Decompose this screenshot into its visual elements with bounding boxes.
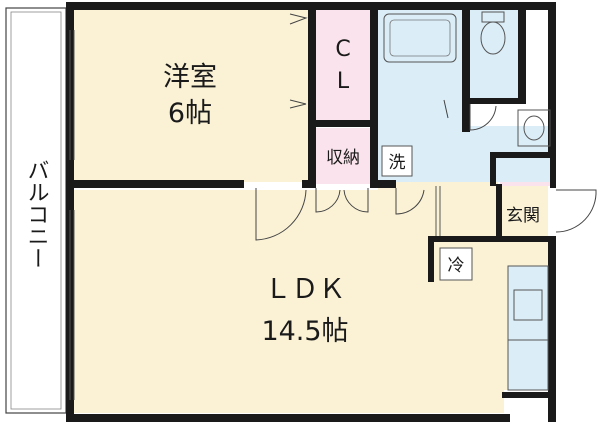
fridge-space [439, 247, 473, 281]
closet-label-line1: C [335, 37, 350, 62]
closet-floor [315, 8, 371, 120]
balcony-label: バルコニー [24, 159, 49, 269]
ldk-size: 14.5帖 [261, 316, 348, 347]
closet-label-line2: L [337, 69, 350, 94]
bathtub [383, 13, 457, 63]
doors [255, 13, 597, 241]
laundry-pan [381, 145, 413, 177]
balcony [5, 7, 67, 414]
entrance-step [435, 186, 441, 236]
storage-label: 収納 [326, 148, 360, 168]
entrance-label: 玄関 [506, 206, 540, 226]
wash-basin [517, 109, 551, 147]
toilet-floor [470, 8, 520, 104]
western-room-name: 洋室 [163, 62, 217, 93]
western-room-size: 6帖 [168, 98, 212, 129]
western-room-floor [72, 8, 308, 182]
hall-floor [378, 182, 498, 240]
storage-floor [315, 128, 371, 184]
laundry-label: 洗 [389, 153, 406, 173]
fridge-label: 冷 [448, 256, 465, 276]
windows [69, 30, 75, 400]
toilet [480, 11, 506, 55]
kitchen-counter [507, 265, 549, 391]
ldk-name: ＬＤＫ [265, 274, 346, 305]
